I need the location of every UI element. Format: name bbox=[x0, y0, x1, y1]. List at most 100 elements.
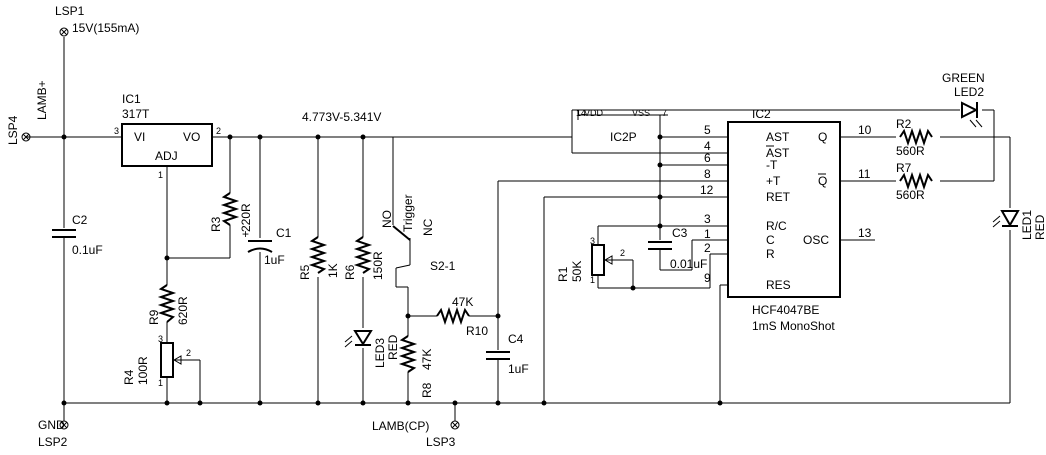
r3-value: 220R bbox=[239, 203, 253, 232]
ic2-pin-rc-label: R/C bbox=[766, 219, 787, 233]
lsp2-net: GND bbox=[38, 418, 65, 432]
r9-ref: R9 bbox=[147, 309, 161, 325]
ic2p-name: IC2P bbox=[610, 130, 637, 144]
ic2-pin-tm-num: 6 bbox=[704, 151, 711, 165]
r1-ref: R1 bbox=[556, 266, 570, 282]
led1: LED1 RED bbox=[992, 208, 1046, 240]
r4-pin2: 2 bbox=[186, 348, 191, 358]
ic2p-pin-vss: 7 bbox=[662, 108, 667, 118]
s2-name: Trigger bbox=[401, 194, 415, 232]
s2-ref: S2-1 bbox=[430, 259, 456, 273]
c1-ref: C1 bbox=[276, 226, 292, 240]
r1-pin1: 1 bbox=[590, 275, 595, 285]
probe-lsp1: LSP1 15V(155mA) bbox=[55, 4, 139, 37]
r8-ref: R8 bbox=[420, 382, 434, 398]
resistor-r2: R2 560R bbox=[896, 117, 940, 158]
ic2-part: HCF4047BE bbox=[752, 303, 819, 317]
ic2-pin-ret-label: RET bbox=[766, 190, 791, 204]
lsp4-name: LSP4 bbox=[6, 115, 20, 145]
r4-pin1: 1 bbox=[158, 378, 163, 388]
ic2-ref: IC2 bbox=[752, 107, 771, 121]
led3: LED3 RED bbox=[344, 328, 400, 368]
ic1-part: 317T bbox=[122, 107, 150, 121]
r7-value: 560R bbox=[896, 188, 925, 202]
resistor-r6: R6 150R bbox=[343, 236, 385, 280]
potentiometer-r4: R4 100R 3 1 2 bbox=[122, 334, 191, 388]
ic2-pin-c-num: 1 bbox=[704, 227, 711, 241]
r4-ref: R4 bbox=[122, 369, 136, 385]
ic1-vo: VO bbox=[183, 130, 200, 144]
rail-voltage-label: 4.773V-5.341V bbox=[302, 110, 381, 124]
ic2-pin-c-label: C bbox=[766, 233, 775, 247]
led3-color: RED bbox=[386, 334, 400, 360]
c1-plus: + bbox=[242, 227, 249, 241]
ic2-pin-astn-num: 4 bbox=[704, 139, 711, 153]
r7-ref: R7 bbox=[896, 161, 912, 175]
ic2-pin-astn-label: AST bbox=[766, 146, 790, 160]
capacitor-c3: C3 0.01uF bbox=[648, 226, 707, 271]
r9-value: 620R bbox=[176, 296, 190, 325]
r2-ref: R2 bbox=[896, 117, 912, 131]
ic2-pin-ast-num: 5 bbox=[704, 123, 711, 137]
ic1-adj: ADJ bbox=[155, 149, 178, 163]
resistor-r10: 47K R10 bbox=[436, 295, 488, 338]
r10-value: 47K bbox=[452, 295, 473, 309]
s2-no: NO bbox=[380, 210, 394, 228]
c3-value: 0.01uF bbox=[670, 257, 707, 271]
c4-ref: C4 bbox=[508, 332, 524, 346]
r8-value: 47K bbox=[420, 349, 434, 370]
ic2-pin-qn-label: Q bbox=[818, 174, 827, 188]
ic1-pin-adj: 1 bbox=[158, 170, 163, 180]
r1-pin2: 2 bbox=[620, 248, 625, 258]
probe-lsp2: GND LSP2 bbox=[38, 403, 69, 449]
r5-ref: R5 bbox=[298, 264, 312, 280]
probe-lsp3: LAMB(CP) LSP3 bbox=[372, 403, 460, 449]
r5-value: 1K bbox=[326, 263, 340, 278]
capacitor-c4: C4 1uF bbox=[486, 332, 529, 376]
trigger-switch-s2[interactable]: NO Trigger NC S2-1 bbox=[380, 194, 456, 273]
lsp4-net: LAMB+ bbox=[35, 80, 49, 120]
ic2-pin-ast-label: AST bbox=[766, 130, 790, 144]
r1-pin3: 3 bbox=[590, 236, 595, 246]
c1-value: 1uF bbox=[264, 253, 285, 267]
junctions bbox=[61, 134, 723, 406]
ic2-monostable: IC2 HCF4047BE 1mS MonoShot AST AST -T +T… bbox=[700, 107, 872, 333]
ic2-pin-osc-label: OSC bbox=[803, 233, 829, 247]
resistor-r7: R7 560R bbox=[896, 161, 940, 202]
led2: GREEN LED2 bbox=[942, 71, 985, 128]
ic1-ref: IC1 bbox=[122, 92, 141, 106]
probe-lsp4: LSP4 LAMB+ bbox=[6, 80, 49, 145]
lsp3-name: LSP3 bbox=[426, 435, 456, 449]
r3-ref: R3 bbox=[209, 216, 223, 232]
lsp1-note: 15V(155mA) bbox=[72, 21, 139, 35]
ic2-pin-r-label: R bbox=[766, 247, 775, 261]
ic2-pin-osc-num: 13 bbox=[858, 226, 872, 240]
ic2p-vdd: VDD bbox=[584, 108, 604, 118]
led2-ref: LED2 bbox=[954, 85, 984, 99]
ic2p-power-block: 14 VDD VSS 7 IC2P bbox=[576, 108, 668, 144]
ic2-pin-tp-label: +T bbox=[766, 174, 781, 188]
ic2p-pin-vdd: 14 bbox=[576, 108, 586, 118]
ic2-desc: 1mS MonoShot bbox=[752, 319, 835, 333]
r6-ref: R6 bbox=[343, 264, 357, 280]
ic2-pin-tm-label: -T bbox=[766, 158, 778, 172]
r6-value: 150R bbox=[371, 251, 385, 280]
potentiometer-r1: R1 50K 3 1 2 bbox=[556, 236, 625, 285]
s2-nc: NC bbox=[421, 218, 435, 236]
led3-ref: LED3 bbox=[373, 338, 387, 368]
ic2-pin-qn-num: 11 bbox=[858, 167, 871, 181]
r1-value: 50K bbox=[570, 261, 584, 282]
lsp3-net: LAMB(CP) bbox=[372, 419, 429, 433]
led1-color: RED bbox=[1033, 214, 1046, 240]
r4-value: 100R bbox=[136, 356, 150, 385]
ic2-pin-r-num: 2 bbox=[704, 241, 711, 255]
c4-value: 1uF bbox=[508, 362, 529, 376]
ic2-pin-rc-num: 3 bbox=[704, 212, 711, 226]
c2-ref: C2 bbox=[72, 213, 88, 227]
lsp2-name: LSP2 bbox=[38, 435, 68, 449]
lsp1-name: LSP1 bbox=[55, 4, 85, 18]
resistor-r8: 47K R8 bbox=[398, 335, 434, 398]
c3-ref: C3 bbox=[672, 226, 688, 240]
r4-pin3: 3 bbox=[158, 334, 163, 344]
